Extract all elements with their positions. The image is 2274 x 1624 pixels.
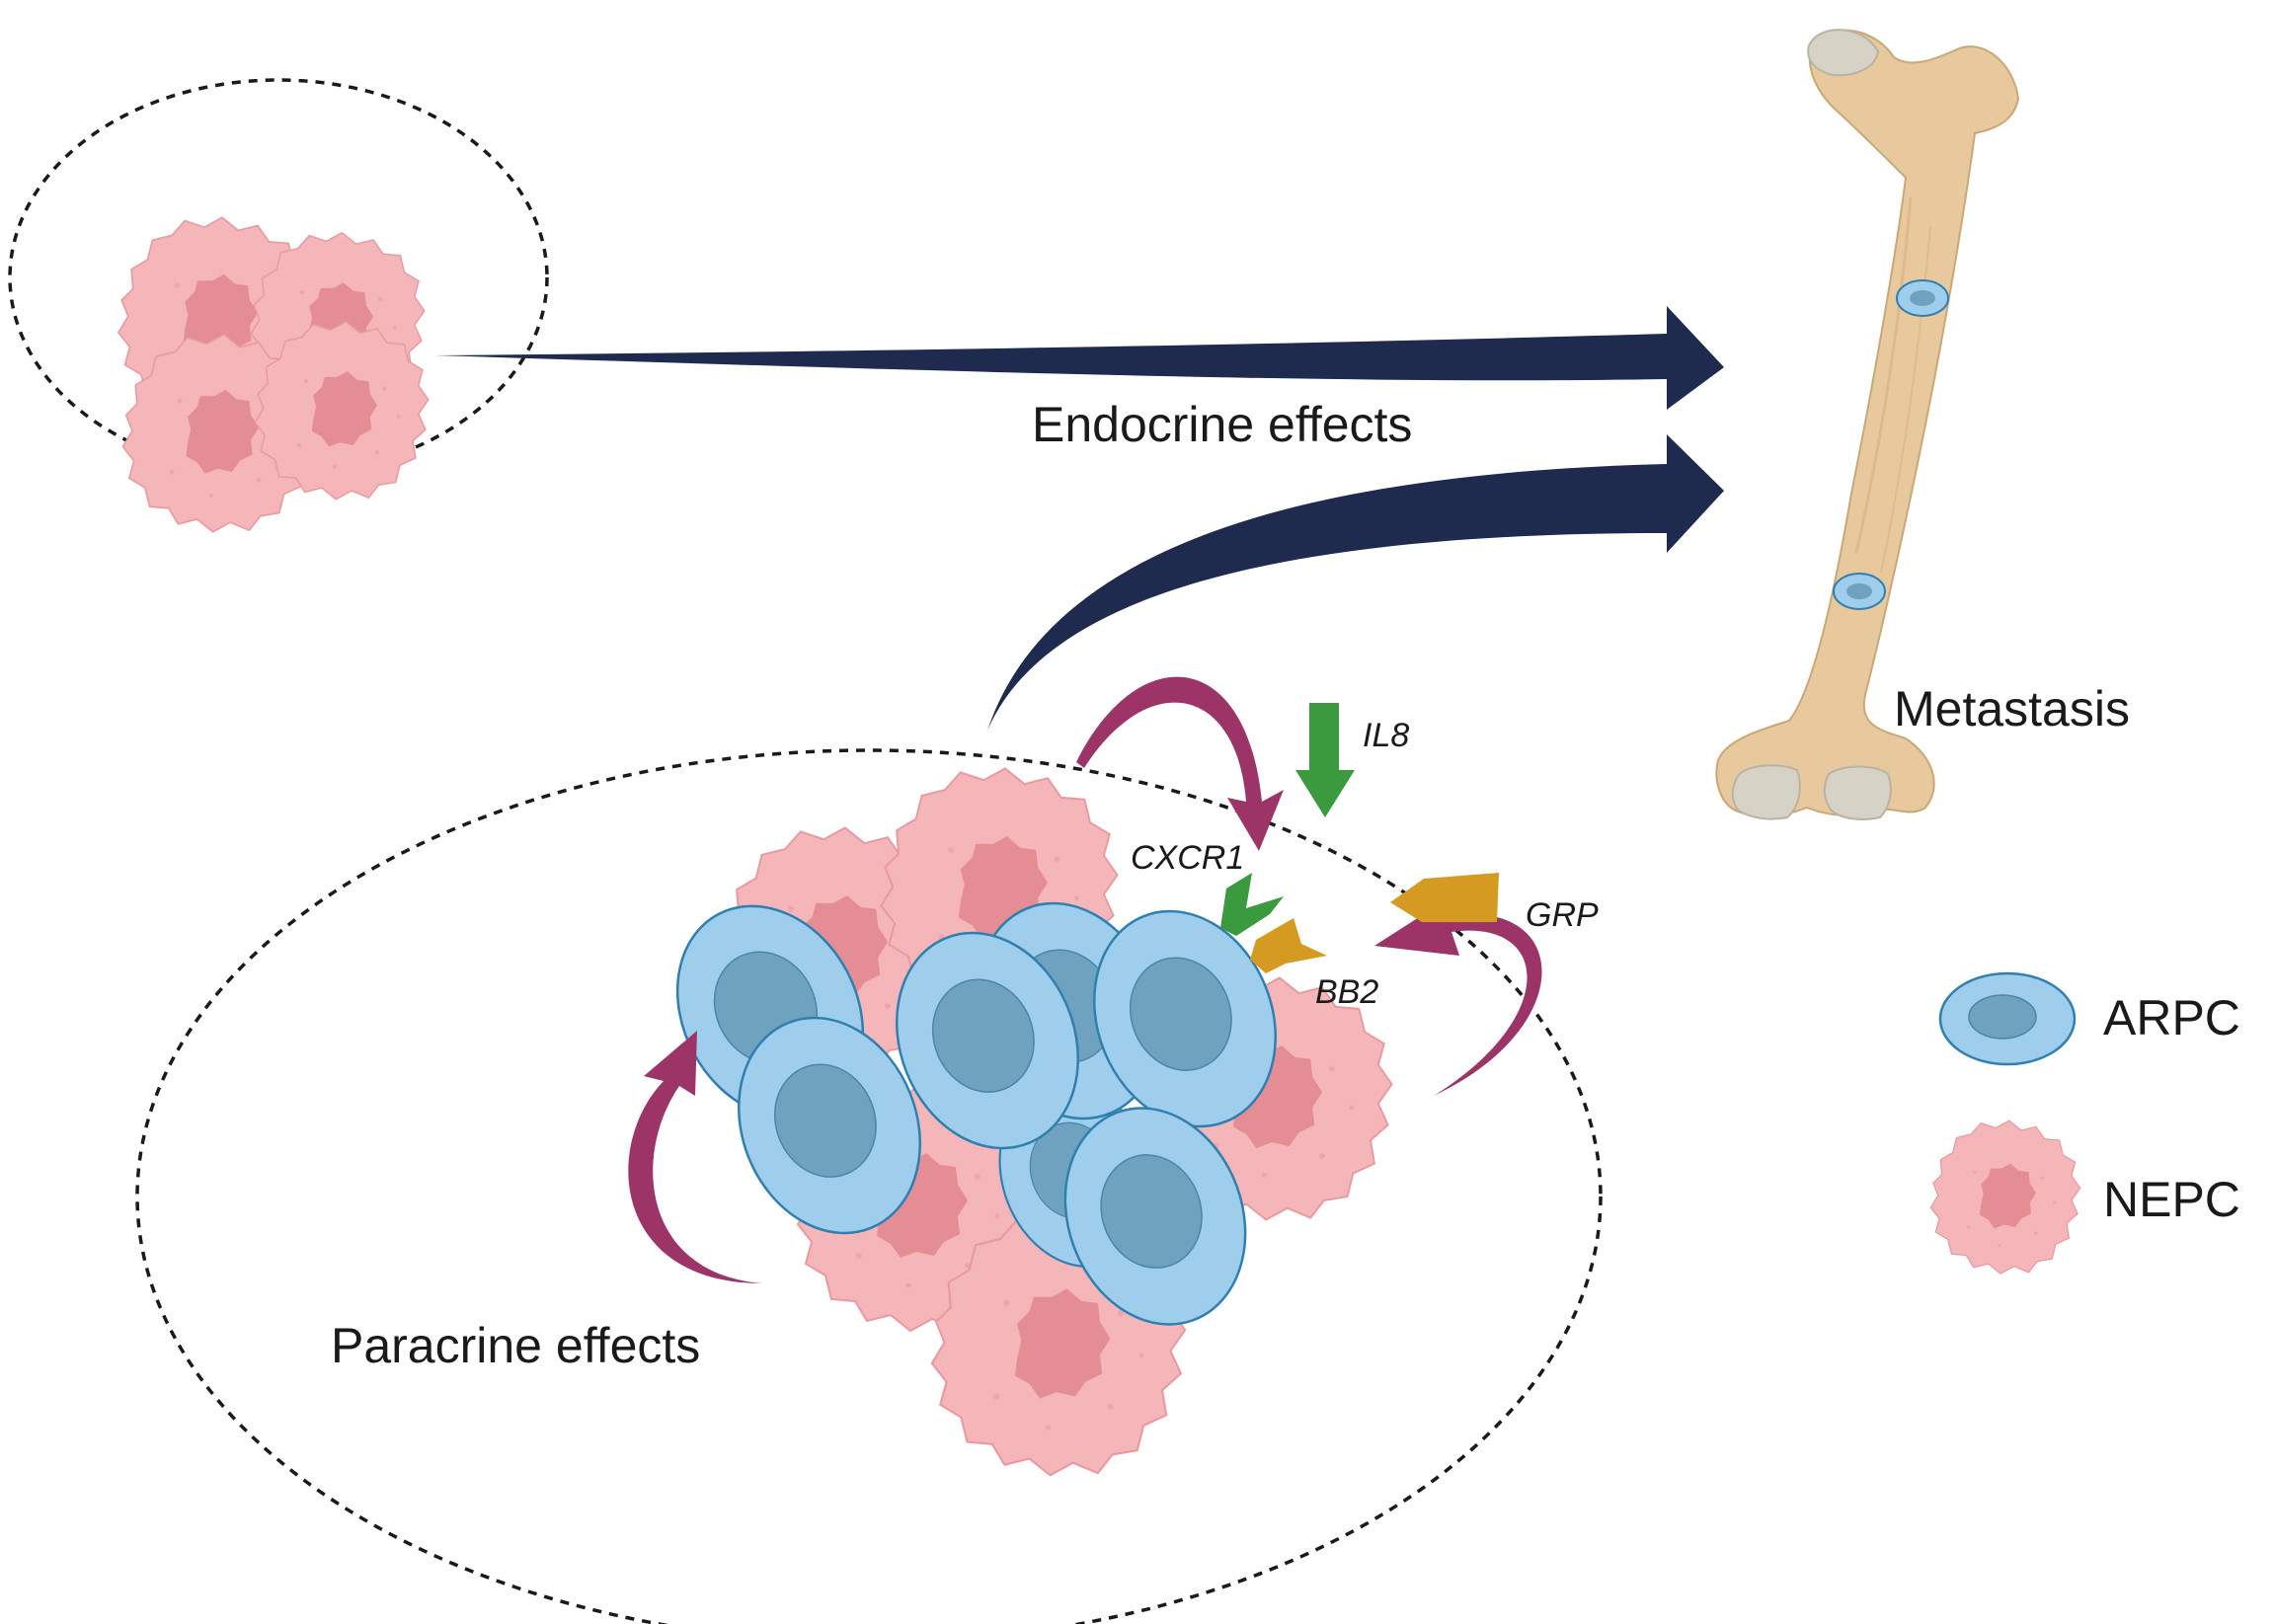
grp-label: GRP bbox=[1526, 896, 1599, 934]
metastasis-label: Metastasis bbox=[1894, 681, 2130, 736]
lower-cluster-boundary bbox=[135, 748, 1603, 1624]
paracrine-effects-label: Paracrine effects bbox=[331, 1318, 700, 1373]
cxcr1-label: CXCR1 bbox=[1131, 839, 1244, 877]
upper-nepc-cluster bbox=[118, 216, 430, 533]
bone-femur bbox=[1715, 29, 2020, 820]
nepc-legend-icon bbox=[1929, 1120, 2081, 1275]
grp-ligand-icon bbox=[1390, 873, 1499, 922]
paracrine-arrow-top bbox=[1076, 676, 1284, 851]
il8-ligand-icon bbox=[1295, 703, 1355, 817]
bb2-label: BB2 bbox=[1315, 973, 1378, 1011]
paracrine-arrow-left bbox=[628, 1031, 762, 1283]
legend: ARPC NEPC bbox=[1929, 971, 2240, 1275]
arpc-legend-label: ARPC bbox=[2103, 990, 2240, 1045]
il8-label: IL8 bbox=[1363, 717, 1409, 754]
legend-item-arpc: ARPC bbox=[1938, 971, 2240, 1066]
bb2-receptor-icon bbox=[1250, 918, 1327, 973]
endocrine-arrow-lower bbox=[987, 434, 1724, 731]
endocrine-effects-label: Endocrine effects bbox=[1032, 397, 1412, 452]
upper-cluster-boundary bbox=[8, 78, 549, 477]
paracrine-arrow-right bbox=[1374, 896, 1542, 1096]
nepc-legend-label: NEPC bbox=[2103, 1172, 2240, 1227]
legend-item-nepc: NEPC bbox=[1929, 1120, 2240, 1275]
cxcr1-receptor-icon bbox=[1220, 873, 1284, 936]
endocrine-arrow-upper bbox=[434, 306, 1724, 410]
